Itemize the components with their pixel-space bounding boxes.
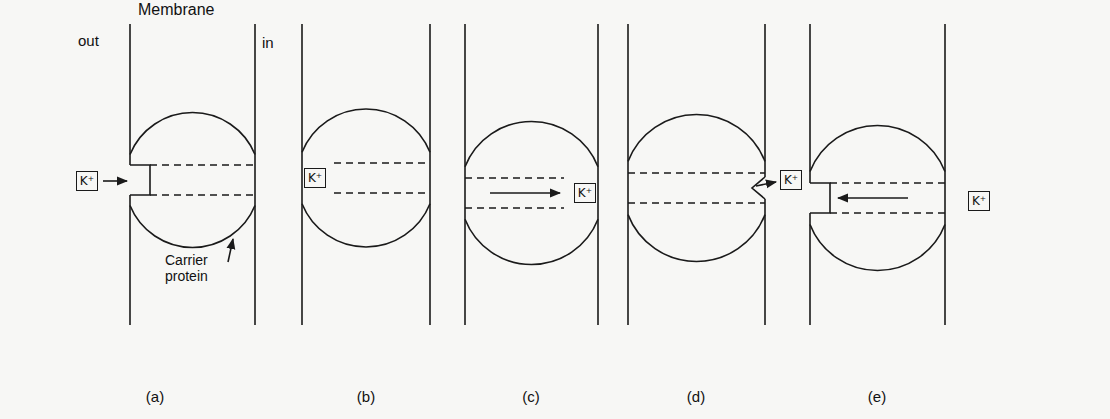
carrier-protein-outline (302, 204, 430, 247)
ion-label: K⁺ (308, 171, 322, 185)
channel-line (830, 182, 945, 184)
channel-line (628, 202, 765, 204)
panel-e-drawing (810, 24, 945, 325)
side-label: in (262, 34, 274, 51)
membrane-line (129, 24, 131, 165)
carrier-protein-outline (302, 109, 430, 152)
binding-notch (810, 183, 830, 213)
ion-label: K⁺ (578, 186, 592, 200)
motion-arrow (756, 182, 776, 186)
membrane-line (301, 24, 303, 325)
binding-notch (130, 165, 150, 195)
channel-line (150, 194, 255, 196)
panel-label: (e) (868, 388, 886, 405)
motion-arrow (490, 192, 560, 194)
channel-line (465, 177, 564, 179)
panel-label: (d) (687, 388, 705, 405)
membrane-label: Membrane (138, 1, 214, 19)
membrane-line (129, 195, 131, 325)
channel-line (150, 164, 255, 166)
channel-line (830, 212, 945, 214)
carrier-protein-outline (465, 219, 598, 264)
channel-line (465, 207, 564, 209)
channel-line (334, 192, 430, 194)
carrier-protein-outline (810, 125, 945, 171)
panel-d-drawing (628, 24, 776, 325)
leader-arrow (228, 239, 233, 262)
membrane-label: Membrane (138, 1, 214, 18)
side-label: in (262, 34, 274, 51)
panel-label: (a) (146, 388, 164, 405)
panel-label: (c) (522, 388, 540, 405)
membrane-line (809, 213, 811, 325)
ion-box: K⁺ (780, 170, 802, 190)
membrane-line (597, 24, 599, 325)
ion-label: K⁺ (784, 173, 798, 187)
motion-arrow (838, 197, 908, 199)
membrane-line (809, 24, 811, 183)
carrier-protein-outline (130, 206, 255, 248)
carrier-protein-outline (465, 121, 598, 166)
panel-c-drawing (465, 24, 598, 325)
panel-label: (b) (357, 388, 375, 405)
panel-label: (d) (687, 388, 705, 405)
channel-line (334, 162, 430, 164)
ion-box: K⁺ (304, 168, 326, 188)
panel-label: (c) (522, 388, 540, 405)
panel-label: (a) (146, 388, 164, 405)
motion-arrow (103, 180, 127, 182)
panel-a-drawing (103, 24, 255, 325)
carrier-protein-outline (130, 112, 255, 154)
membrane-line (944, 24, 946, 325)
callout-label: Carrier protein (165, 252, 227, 284)
carrier-protein-outline (628, 215, 765, 262)
carrier-protein-outline (628, 115, 765, 162)
release-notch (752, 177, 765, 199)
ion-box: K⁺ (76, 171, 98, 191)
membrane-line (429, 24, 431, 325)
membrane-line (464, 24, 466, 325)
panel-label: (b) (357, 388, 375, 405)
membrane-line (254, 24, 256, 325)
side-label: out (78, 32, 99, 49)
ion-label: K⁺ (80, 174, 94, 188)
side-label: out (78, 32, 99, 49)
ion-label: K⁺ (972, 194, 986, 208)
membrane-line (764, 24, 766, 177)
panel-label: (e) (868, 388, 886, 405)
ion-box: K⁺ (574, 183, 596, 203)
panel-b-drawing (302, 24, 430, 325)
carrier-protein-outline (810, 225, 945, 271)
ion-box: K⁺ (968, 191, 990, 211)
callout-label: Carrier protein (165, 252, 208, 284)
channel-line (628, 172, 765, 174)
membrane-line (627, 24, 629, 325)
